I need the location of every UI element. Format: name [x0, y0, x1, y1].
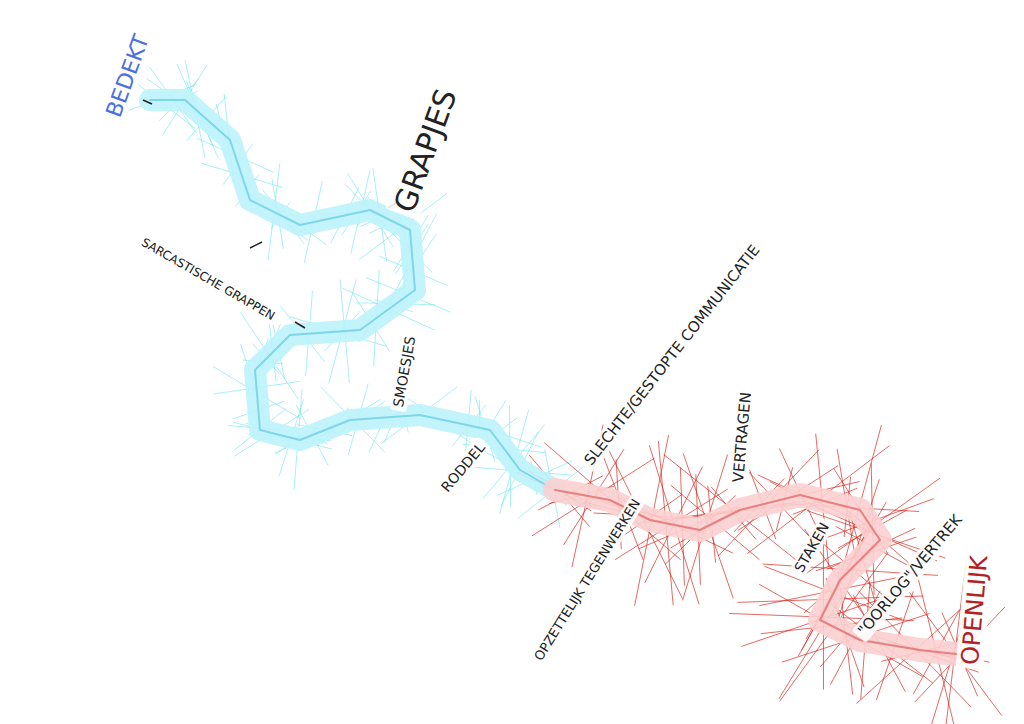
sketch-label: VERTRAGEN	[728, 387, 755, 487]
sketch-label: OPZETTELIJK TEGENWERKEN	[529, 493, 646, 667]
leader-tick	[295, 322, 305, 328]
sketch-label: OPENLIJK	[956, 550, 995, 670]
leader-tick	[143, 100, 152, 104]
covert-path	[150, 100, 555, 490]
covert-path-edge	[150, 100, 555, 490]
sketch-label: GRAPJES	[385, 80, 465, 220]
spike-lines	[116, 60, 1005, 724]
sketch-label: SMOESJES	[390, 331, 421, 412]
leader-ticks	[143, 100, 976, 650]
leader-tick	[250, 242, 262, 248]
sketch-label: SARCASTISCHE GRAPPEN	[135, 234, 281, 327]
